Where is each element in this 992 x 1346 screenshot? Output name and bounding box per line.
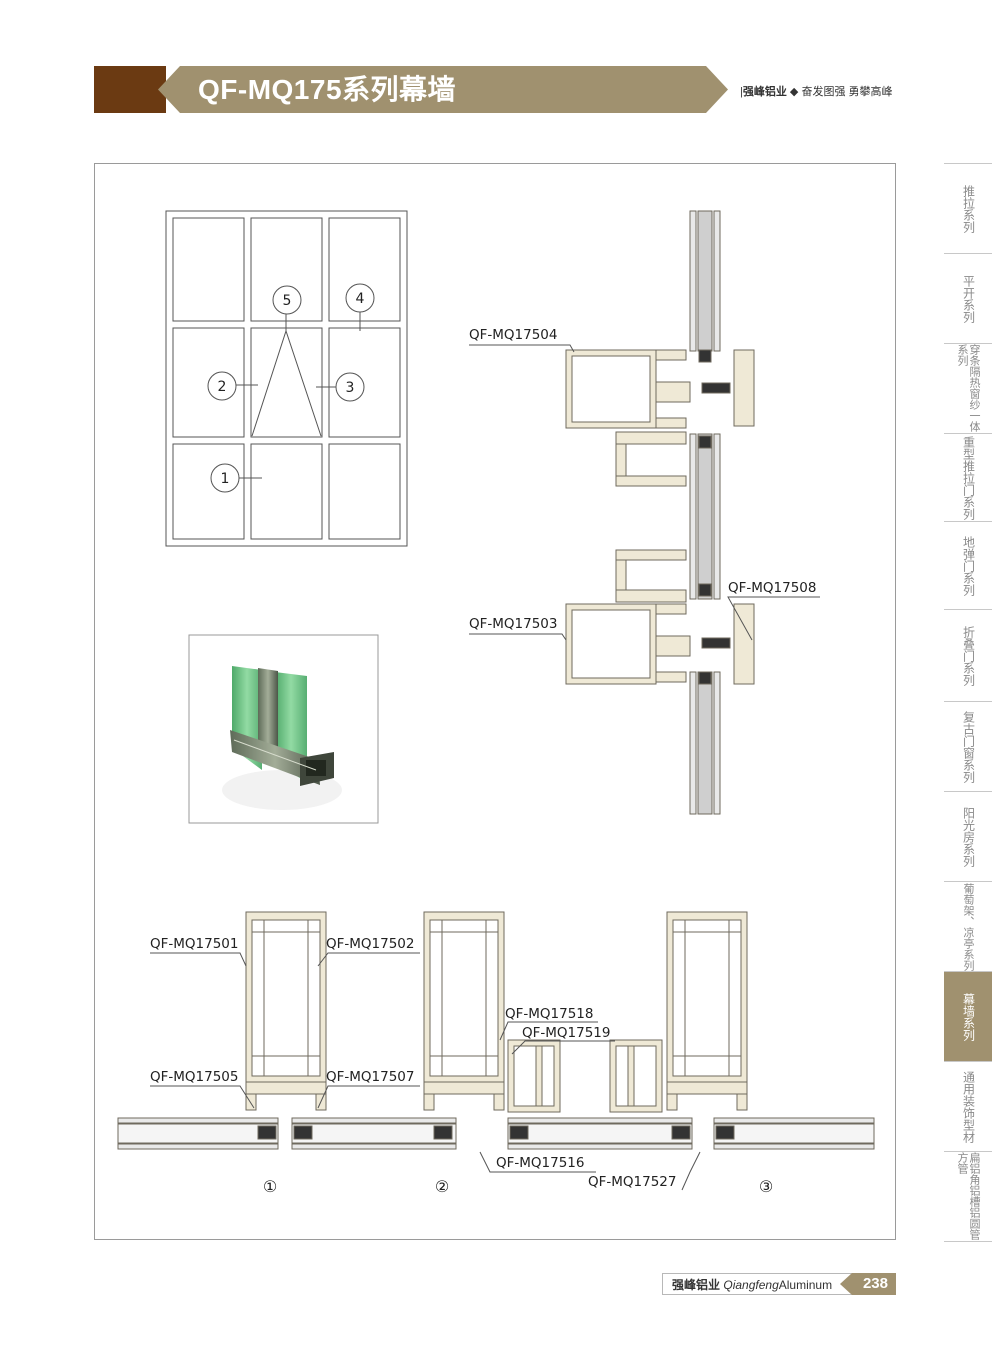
pressure-plate-lower <box>733 603 755 685</box>
header-slogan: |强峰铝业 ◆ 奋发图强 勇攀高峰 <box>740 86 893 98</box>
label-qf-mq17505: QF-MQ17505 <box>150 1069 239 1085</box>
footer-brand-en-1: Qiangfeng <box>723 1278 779 1292</box>
label-qf-mq17504: QF-MQ17504 <box>469 327 558 343</box>
slogan-brand: 强峰铝业 <box>742 86 787 98</box>
footer-brand-cn: 强峰铝业 <box>672 1278 721 1292</box>
label-qf-mq17502: QF-MQ17502 <box>326 936 415 952</box>
marker-circle-4 <box>345 283 375 313</box>
label-qf-mq17519: QF-MQ17519 <box>522 1025 611 1041</box>
header-dark-arrow <box>146 66 168 112</box>
label-qf-mq17501: QF-MQ17501 <box>150 936 239 952</box>
section-marker-1: ① <box>263 1177 277 1196</box>
label-qf-mq17507: QF-MQ17507 <box>326 1069 415 1085</box>
marker-2: 2 <box>218 379 227 395</box>
tab-casement-series[interactable]: 平开系列 <box>944 253 992 343</box>
sash-profiles <box>507 1039 663 1113</box>
marker-circle-2 <box>207 371 237 401</box>
elevation-drawing <box>165 210 408 547</box>
tab-label: 推拉系列 <box>961 184 976 233</box>
tab-decorative-profiles[interactable]: 通用装饰型材 <box>944 1061 992 1151</box>
tab-flat-angle-tube[interactable]: 扁铝角铝槽铝圆管方管 <box>944 1151 992 1241</box>
footer-brand-en-2: Aluminum <box>778 1278 833 1292</box>
elevation-outer-frame <box>165 210 408 547</box>
label-qf-mq17508: QF-MQ17508 <box>728 580 817 596</box>
mullion-section-2 <box>423 911 505 1111</box>
tab-label: 折叠门系列 <box>961 625 976 686</box>
tab-pergola[interactable]: 葡萄架、凉亭系列 <box>944 881 992 971</box>
tab-label: 复古门窗系列 <box>961 710 976 783</box>
footer-brand: 强峰铝业 QiangfengAluminum <box>672 1276 832 1293</box>
marker-4: 4 <box>356 291 365 307</box>
label-qf-mq17503: QF-MQ17503 <box>469 616 558 632</box>
tab-curtain-wall[interactable]: 幕墙系列 <box>944 971 992 1061</box>
tab-folding-door[interactable]: 折叠门系列 <box>944 609 992 701</box>
tab-label: 幕墙系列 <box>961 992 976 1041</box>
tab-label: 阳光房系列 <box>961 806 976 867</box>
label-qf-mq17527: QF-MQ17527 <box>588 1174 677 1190</box>
marker-3: 3 <box>346 380 355 396</box>
section-marker-3: ③ <box>759 1177 773 1196</box>
label-qf-mq17516: QF-MQ17516 <box>496 1155 585 1171</box>
marker-1: 1 <box>221 471 230 487</box>
slogan-bullet: ◆ <box>789 86 799 98</box>
mullion-section-3 <box>666 911 748 1111</box>
tab-label: 重型推拉门系列 <box>961 435 976 520</box>
section-marker-2: ② <box>435 1177 449 1196</box>
page-title: QF-MQ175系列幕墙 <box>198 74 457 105</box>
pressure-plate-upper <box>733 349 755 427</box>
tab-sliding-series[interactable]: 推拉系列 <box>944 163 992 253</box>
tab-label: 扁铝角铝槽铝圆管方管 <box>956 1152 981 1240</box>
marker-5: 5 <box>283 293 292 309</box>
header-title-bar <box>158 66 728 113</box>
tab-vintage-window[interactable]: 复古门窗系列 <box>944 701 992 791</box>
label-qf-mq17518: QF-MQ17518 <box>505 1006 594 1022</box>
mullion-section-1 <box>245 911 327 1111</box>
content-frame <box>94 163 896 1240</box>
tab-thermal-screen-series[interactable]: 穿条隔热窗纱一体系列 <box>944 343 992 433</box>
tab-label: 通用装饰型材 <box>961 1070 976 1143</box>
tab-floor-spring-door[interactable]: 地弹门系列 <box>944 521 992 609</box>
page-number: 238 <box>840 1273 896 1295</box>
product-3d-image <box>188 634 379 824</box>
marker-circle-3 <box>335 372 365 402</box>
marker-circle-5 <box>272 285 302 315</box>
opening-sash-indicator <box>251 329 322 437</box>
tab-heavy-sliding-door[interactable]: 重型推拉门系列 <box>944 433 992 521</box>
marker-circle-1 <box>210 463 240 493</box>
tab-sunroom[interactable]: 阳光房系列 <box>944 791 992 881</box>
tab-label: 穿条隔热窗纱一体系列 <box>956 344 981 432</box>
slogan-text: 奋发图强 勇攀高峰 <box>801 86 893 98</box>
tab-label: 平开系列 <box>961 274 976 323</box>
tab-label: 葡萄架、凉亭系列 <box>962 882 975 971</box>
sidebar-bottom-line <box>944 1241 992 1242</box>
vertical-section-drawing <box>469 210 820 815</box>
tab-label: 地弹门系列 <box>961 535 976 596</box>
horizontal-section-drawing <box>117 911 875 1191</box>
